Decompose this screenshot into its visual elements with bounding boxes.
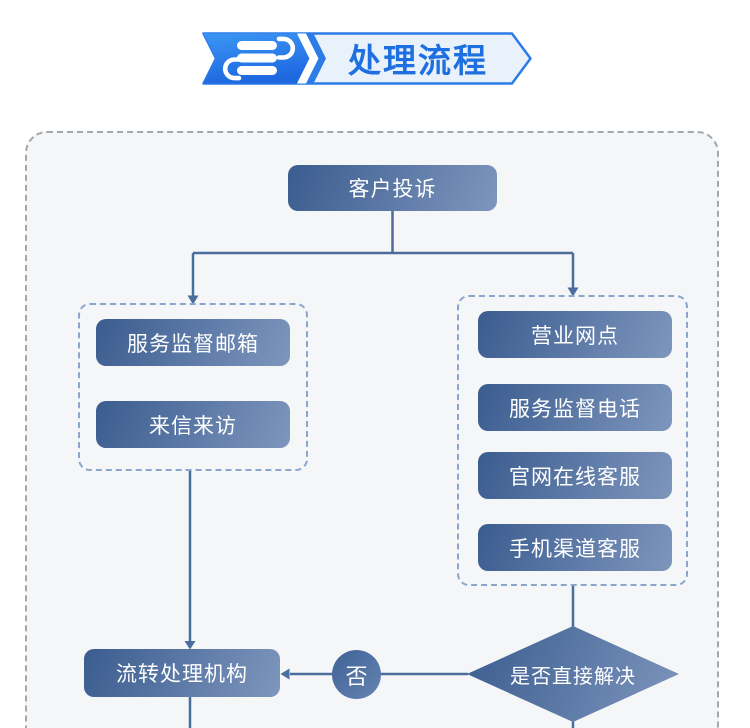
node-transfer-processing-org: 流转处理机构 bbox=[84, 649, 280, 697]
node-website-online-service: 官网在线客服 bbox=[478, 452, 672, 499]
badge-chevron-stripe bbox=[306, 33, 326, 84]
section-header-badge: 处理流程 bbox=[202, 32, 532, 85]
channel-group-right: 营业网点 服务监督电话 官网在线客服 手机渠道客服 bbox=[457, 295, 688, 586]
header-badge-graphic bbox=[202, 32, 532, 85]
badge-chevron-gap bbox=[297, 33, 319, 84]
workflow-icon bbox=[222, 36, 296, 81]
decision-label: 是否直接解决 bbox=[510, 665, 636, 688]
node-supervision-phone: 服务监督电话 bbox=[478, 384, 672, 431]
node-business-outlets: 营业网点 bbox=[478, 311, 672, 358]
node-letters-visits: 来信来访 bbox=[96, 401, 290, 448]
channel-group-left: 服务监督邮箱 来信来访 bbox=[78, 303, 308, 471]
section-title: 处理流程 bbox=[348, 41, 488, 79]
node-supervision-mailbox: 服务监督邮箱 bbox=[96, 319, 290, 366]
node-mobile-channel-service: 手机渠道客服 bbox=[478, 524, 672, 571]
node-customer-complaint: 客户投诉 bbox=[288, 165, 497, 211]
edge-label-no: 否 bbox=[332, 650, 381, 699]
